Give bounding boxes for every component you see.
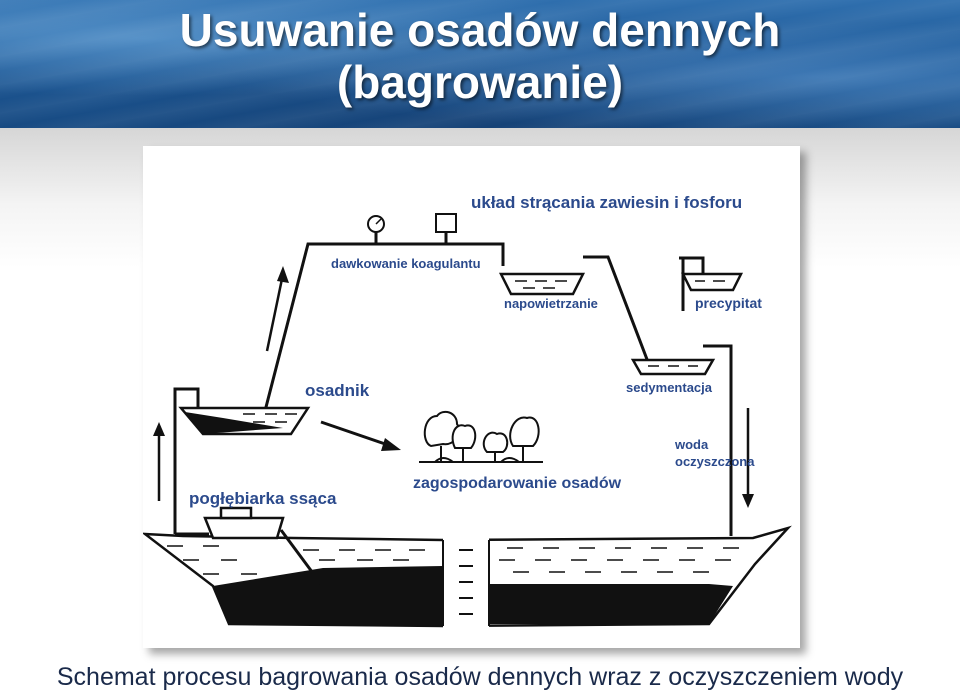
label-aeration: napowietrzanie bbox=[504, 296, 598, 311]
gauge-needle bbox=[375, 218, 382, 225]
label-suction-dredger: pogłębiarka ssąca bbox=[189, 489, 337, 508]
arrow-head-down bbox=[742, 494, 754, 508]
treated-water-pipe bbox=[703, 344, 733, 536]
water-dashes bbox=[167, 545, 739, 575]
label-coagulant-dosing: dawkowanie koagulantu bbox=[331, 256, 481, 271]
settler-outlet-pipe bbox=[263, 242, 505, 412]
bottom-sediment-right bbox=[489, 584, 709, 624]
arrow-head-up-1 bbox=[277, 266, 289, 283]
precipitate-tank bbox=[680, 272, 744, 292]
label-treated-water-2: oczyszczona bbox=[675, 454, 755, 469]
title-line-1: Usuwanie osadów dennych bbox=[179, 4, 781, 56]
slide-title: Usuwanie osadów dennych (bagrowanie) bbox=[0, 4, 960, 108]
header-banner bbox=[0, 0, 960, 128]
sedimentation-tank bbox=[630, 358, 716, 376]
flow-arrow-to-management bbox=[320, 420, 392, 448]
dredger-pipe bbox=[173, 387, 200, 534]
lake-gap bbox=[443, 538, 489, 630]
arrow-head-to-management bbox=[381, 438, 401, 451]
coagulant-dosing-tank bbox=[435, 213, 457, 233]
label-treated-water-1: woda bbox=[674, 437, 709, 452]
label-precipitate: precypitat bbox=[695, 295, 762, 311]
dredging-process-diagram: układ strącania zawiesin i fosforu dawko… bbox=[143, 193, 792, 630]
label-sedimentation: sedymentacja bbox=[626, 380, 713, 395]
label-settler: osadnik bbox=[305, 381, 370, 400]
diagram-figure: układ strącania zawiesin i fosforu dawko… bbox=[143, 146, 800, 648]
sediment-management-site-icon bbox=[419, 410, 543, 463]
pipe-sedimentation-to-precipitate bbox=[679, 256, 705, 276]
arrow-head-up-2 bbox=[153, 422, 165, 436]
label-precipitation-system: układ strącania zawiesin i fosforu bbox=[471, 193, 742, 212]
settler-sludge bbox=[185, 412, 283, 434]
suction-dredger-icon bbox=[175, 506, 323, 585]
label-sediment-management: zagospodarowanie osadów bbox=[413, 475, 622, 492]
pipe-aeration-to-sedimentation bbox=[583, 255, 650, 363]
slide-caption: Schemat procesu bagrowania osadów dennyc… bbox=[56, 663, 904, 691]
aeration-tank bbox=[498, 272, 586, 296]
flow-arrow-up-1 bbox=[265, 273, 285, 352]
title-line-2: (bagrowanie) bbox=[336, 56, 624, 108]
bottom-sediment-right-slope bbox=[709, 584, 733, 624]
bottom-sediment-left bbox=[213, 566, 443, 626]
